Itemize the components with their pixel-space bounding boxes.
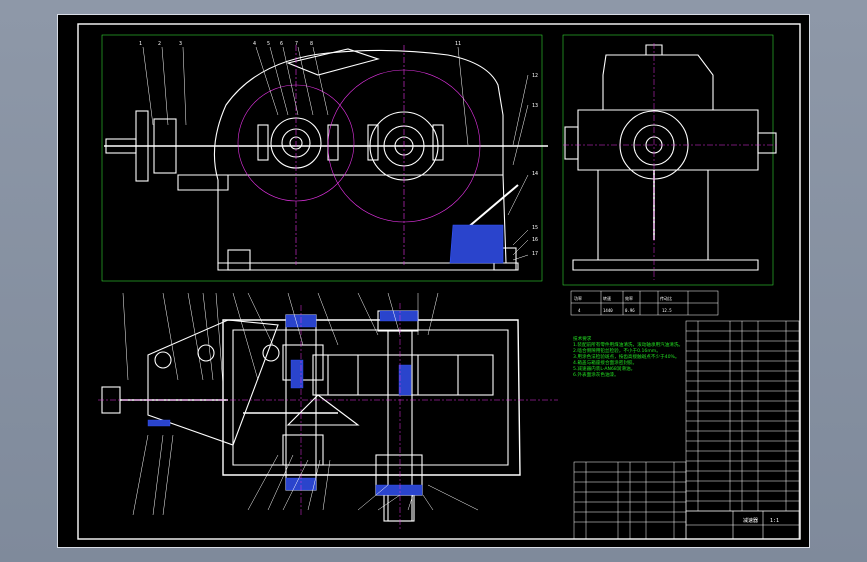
plan-centerlines — [98, 303, 558, 530]
spec-table-text: 功率 转速 效率 传动比 4 1440 0.96 12.5 — [574, 295, 672, 313]
notes-heading: 技术要求 — [573, 335, 592, 342]
leader-lines — [122, 46, 529, 516]
spec-table — [570, 290, 719, 316]
svg-text:5: 5 — [267, 41, 270, 47]
spec-value-eff: 0.96 — [625, 308, 635, 313]
svg-text:6: 6 — [280, 41, 283, 47]
oil-sump-hatch — [449, 224, 504, 264]
cad-viewport[interactable]: 1 2 3 4 5 6 7 8 11 12 13 14 15 16 17 技术要… — [57, 14, 810, 548]
spec-header-ratio: 传动比 — [660, 295, 672, 301]
svg-text:3: 3 — [179, 41, 182, 47]
spec-header-power: 功率 — [574, 295, 582, 301]
technical-notes: 技术要求 1.装配前所有零件用煤油清洗，滚动轴承用汽油清洗。 2.啮合侧隙用铅丝… — [573, 335, 683, 378]
svg-text:8: 8 — [310, 41, 313, 47]
svg-text:15: 15 — [532, 225, 538, 231]
svg-text:17: 17 — [532, 251, 538, 257]
side-view — [562, 34, 777, 286]
front-centerlines — [237, 45, 481, 265]
note-line-1: 1.装配前所有零件用煤油清洗，滚动轴承用汽油清洗。 — [573, 341, 683, 348]
part-number-labels: 1 2 3 4 5 6 7 8 11 12 13 14 15 16 17 — [139, 41, 538, 257]
note-line-6: 6.外表面涂灰色油漆。 — [573, 371, 619, 378]
spec-value-speed: 1440 — [603, 308, 613, 313]
spec-value-power: 4 — [578, 308, 581, 313]
side-centerline — [563, 43, 778, 280]
note-line-3: 3.用涂色法检验斑点，按齿高接触斑点不少于40%。 — [573, 353, 679, 360]
spec-value-ratio: 12.5 — [662, 308, 672, 313]
drawing-border — [77, 23, 801, 540]
plan-hatch — [147, 310, 423, 496]
spec-header-speed: 转速 — [603, 295, 611, 301]
note-line-2: 2.啮合侧隙用铅丝检验，不小于0.16mm。 — [573, 347, 661, 354]
svg-text:2: 2 — [158, 41, 161, 47]
assembly-drawing: 1 2 3 4 5 6 7 8 11 12 13 14 15 16 17 技术要… — [77, 23, 801, 540]
svg-text:1: 1 — [139, 41, 142, 47]
svg-text:12: 12 — [532, 73, 538, 79]
note-line-4: 4.箱盖与箱座接合面涂密封胶。 — [573, 359, 637, 366]
svg-text:7: 7 — [295, 41, 298, 47]
parts-list — [573, 320, 800, 540]
title-block — [685, 510, 800, 540]
svg-text:4: 4 — [253, 41, 256, 47]
svg-text:16: 16 — [532, 237, 538, 243]
title-block-scale: 1:1 — [770, 518, 779, 524]
spec-header-eff: 效率 — [625, 295, 633, 301]
svg-text:11: 11 — [455, 41, 461, 47]
front-view — [101, 34, 548, 282]
svg-text:14: 14 — [532, 171, 538, 177]
svg-text:13: 13 — [532, 103, 538, 109]
title-block-title: 减速器 — [743, 517, 758, 524]
note-line-5: 5.减速器内装L-AN68润滑油。 — [573, 365, 635, 372]
